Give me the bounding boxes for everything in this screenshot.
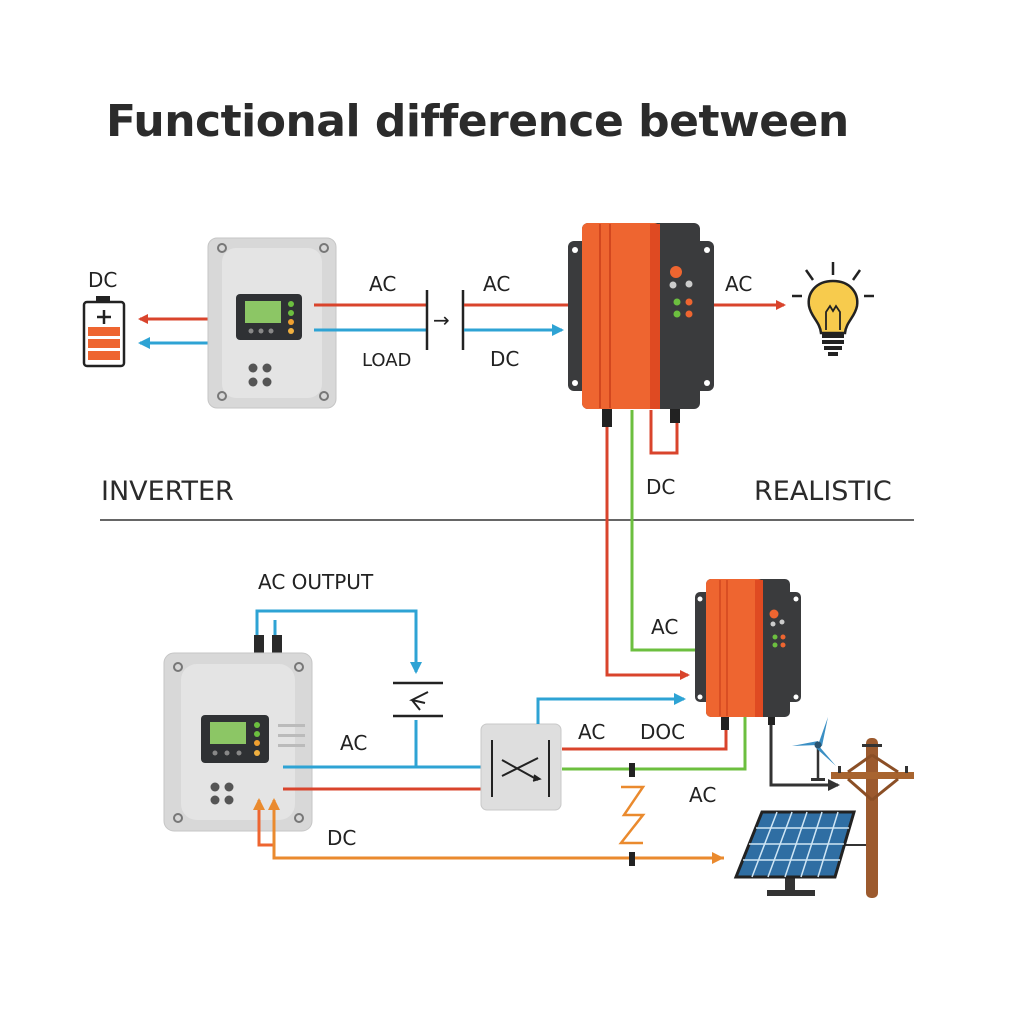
dc-feed-arrow-2 xyxy=(268,798,724,860)
ac-label-top-left: AC xyxy=(369,272,396,296)
utility-pole-icon xyxy=(831,738,914,898)
dc-arrow-to-inverter-bottom xyxy=(536,693,686,724)
inverter-icon-bottom xyxy=(695,579,801,730)
ac-wire-down-red xyxy=(605,427,690,680)
loop-wire-red xyxy=(649,410,679,455)
ac-label-inverter-bottom: AC xyxy=(651,615,678,639)
solar-panel-icon xyxy=(733,810,866,896)
charge-controller-icon-bottom xyxy=(163,635,313,832)
ac-label-mid: AC xyxy=(578,720,605,744)
section-label-realistic: REALISTIC xyxy=(754,476,892,507)
light-bulb-icon xyxy=(792,262,874,356)
dc-label-bottom: DC xyxy=(327,826,356,850)
green-wire-to-inverter-bottom xyxy=(562,716,747,771)
doc-label: DOC xyxy=(640,720,685,744)
ac-label-output: AC xyxy=(725,272,752,296)
transfer-switch-icon xyxy=(480,723,562,811)
wind-turbine-icon xyxy=(792,717,836,781)
switch-arrow-icon: → xyxy=(433,308,450,332)
ac-output-wire xyxy=(255,609,422,674)
charge-controller-icon xyxy=(207,237,337,409)
ac-label-bottom: AC xyxy=(340,731,367,755)
switch-symbol: → xyxy=(425,290,465,350)
section-label-inverter: INVERTER xyxy=(101,476,234,507)
capacitor-icon xyxy=(393,681,443,718)
battery-icon xyxy=(82,296,126,368)
dc-feed-arrow-1 xyxy=(253,798,274,847)
inverter-icon xyxy=(568,223,714,427)
ac-output-label: AC OUTPUT xyxy=(258,570,374,594)
wire-down-green xyxy=(630,410,700,652)
ac-label-low: AC xyxy=(689,783,716,807)
ac-label-top-right: AC xyxy=(483,272,510,296)
dc-label-down: DC xyxy=(646,475,675,499)
dc-label-top: DC xyxy=(490,347,519,371)
red-wire-to-inverter-bottom xyxy=(562,730,728,751)
grid-connection-arrow xyxy=(769,725,840,791)
resistor-icon xyxy=(618,763,646,866)
diagram-title: Functional difference between xyxy=(106,96,849,147)
load-label: LOAD xyxy=(362,350,411,371)
battery-dc-label: DC xyxy=(88,268,117,292)
